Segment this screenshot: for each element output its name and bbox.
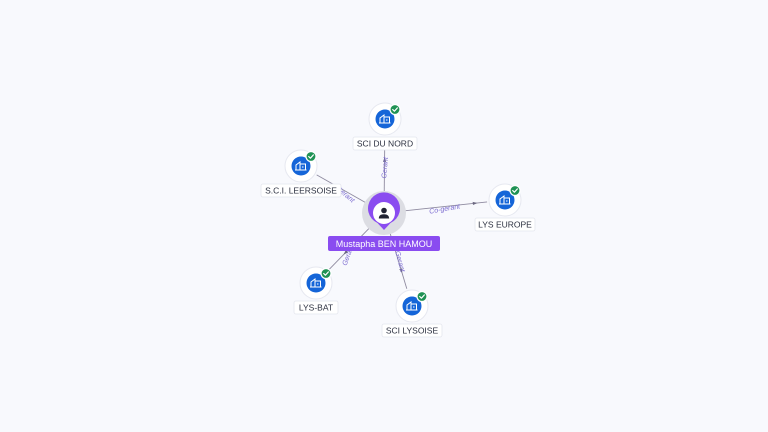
node-label-box	[381, 323, 443, 338]
verified-check-icon	[305, 150, 317, 163]
node-core	[495, 190, 515, 210]
building-icon	[295, 161, 307, 171]
verified-check-icon	[509, 184, 521, 197]
edge-label: Gerant	[393, 250, 406, 274]
person-node[interactable]: Mustapha BEN HAMOU	[328, 191, 440, 251]
nodes-layer: SCI DU NORD S.C.I. LEERSOISE LYS EUROPE LYS…	[260, 102, 536, 338]
company-name-label: LYS EUROPE	[478, 220, 532, 230]
edge-label: Co-gerant	[429, 203, 462, 215]
verified-check-icon	[416, 290, 428, 303]
company-name-label: SCI DU NORD	[357, 139, 413, 149]
edge-label: Gerant	[381, 156, 390, 179]
company-node-lys-europe[interactable]: LYS EUROPE	[474, 183, 536, 232]
company-name-label: SCI LYSOISE	[386, 326, 439, 336]
arrow-icon	[399, 268, 403, 274]
building-icon	[379, 114, 391, 124]
verified-check-icon	[389, 103, 401, 116]
company-node-sci-lysoise[interactable]: SCI LYSOISE	[381, 289, 443, 338]
building-icon	[310, 278, 322, 288]
node-label-box	[260, 183, 342, 198]
node-core	[291, 156, 311, 176]
arrow-icon	[343, 250, 348, 255]
arrow-icon	[382, 157, 387, 162]
edge-line	[316, 174, 371, 206]
node-core	[306, 273, 326, 293]
node-core	[402, 296, 422, 316]
node-label-box	[352, 136, 418, 151]
edge-line	[399, 201, 488, 212]
node-label-box	[293, 300, 339, 315]
person-name-label: Mustapha BEN HAMOU	[336, 239, 433, 249]
verified-check-icon	[320, 267, 332, 280]
company-node-sci-du-nord[interactable]: SCI DU NORD	[352, 102, 418, 151]
edge-lys-europe: Co-gerant	[399, 201, 488, 216]
company-name-label: S.C.I. LEERSOISE	[265, 186, 337, 196]
company-node-lys-bat[interactable]: LYS-BAT	[293, 266, 339, 315]
building-icon	[406, 301, 418, 311]
node-core	[375, 109, 395, 129]
company-node-sci-leersoise[interactable]: S.C.I. LEERSOISE	[260, 149, 342, 198]
person-icon	[378, 207, 390, 219]
node-label-box	[474, 217, 536, 232]
company-name-label: LYS-BAT	[299, 303, 333, 313]
building-icon	[499, 195, 511, 205]
arrow-icon	[472, 201, 478, 206]
person-label-box	[328, 236, 440, 251]
